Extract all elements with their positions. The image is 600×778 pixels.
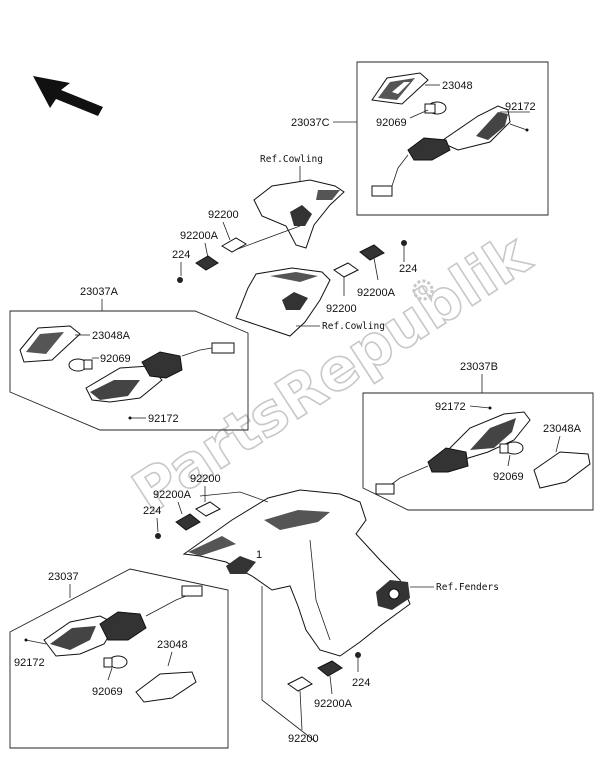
label-92200-ul: 92200 xyxy=(208,209,239,221)
rear-fender-assembly xyxy=(182,489,411,657)
screw-224-ur xyxy=(401,240,407,246)
clip-92200A-ul xyxy=(195,255,219,271)
nut-plate-92200-br xyxy=(287,676,313,692)
gear-icon xyxy=(412,279,434,301)
label-92172-bottom: 92172 xyxy=(14,657,45,669)
turn-signal-23037 xyxy=(43,585,203,657)
label-224-ml: 224 xyxy=(143,505,161,517)
label-92200A-ml: 92200A xyxy=(153,489,192,501)
label-23037: 23037 xyxy=(48,571,79,583)
clip-92200A-ml xyxy=(175,513,201,531)
lens-23048-bottom xyxy=(135,671,197,703)
label-23037C: 23037C xyxy=(291,117,330,129)
screw-224-br xyxy=(355,652,361,658)
label-224-ur: 224 xyxy=(399,263,417,275)
label-92172-right: 92172 xyxy=(435,401,466,413)
label-23037A: 23037A xyxy=(80,286,119,298)
box-23037B xyxy=(362,392,594,511)
label-92069-bottom: 92069 xyxy=(92,686,123,698)
watermark-text: PartsRepublik xyxy=(121,220,543,527)
label-92069-top: 92069 xyxy=(376,117,407,129)
callout-1: 1 xyxy=(256,549,262,561)
ref-cowling-top: Ref.Cowling xyxy=(260,154,323,165)
label-23048A-left: 23048A xyxy=(92,330,131,342)
clip-92200A-ur xyxy=(359,244,385,261)
label-23048-top: 23048 xyxy=(442,80,473,92)
box-23037C xyxy=(356,61,549,216)
label-92200-ml: 92200 xyxy=(190,473,221,485)
label-92069-right: 92069 xyxy=(493,471,524,483)
label-23037B: 23037B xyxy=(460,361,498,373)
label-224-ul: 224 xyxy=(172,249,190,261)
screw-224-ul xyxy=(177,277,183,283)
cowling-part-top xyxy=(253,179,345,249)
label-92069-left: 92069 xyxy=(100,353,131,365)
nut-plate-92200-ml xyxy=(195,501,221,517)
label-92200A-ul: 92200A xyxy=(180,230,219,242)
label-92172-left: 92172 xyxy=(148,413,179,425)
ref-cowling-mid: Ref.Cowling xyxy=(322,321,385,332)
ref-fenders: Ref.Fenders xyxy=(436,582,499,593)
label-92200-ur: 92200 xyxy=(326,303,357,315)
box-23037A xyxy=(9,310,249,431)
turn-signal-23037C xyxy=(371,105,511,197)
lens-23048-top xyxy=(371,72,429,105)
bulb-92069-bottom xyxy=(103,655,128,669)
bulb-92069-top xyxy=(424,101,447,115)
label-92200A-br: 92200A xyxy=(314,698,353,710)
turn-signal-23037A xyxy=(85,342,235,403)
nut-plate-92200-ul xyxy=(221,237,247,253)
label-23048-bottom: 23048 xyxy=(157,639,188,651)
screw-224-ml xyxy=(155,533,161,539)
turn-signal-23037B xyxy=(375,411,531,495)
clip-92200A-br xyxy=(317,660,343,677)
label-92200A-ur: 92200A xyxy=(357,287,396,299)
nut-plate-92200-ur xyxy=(333,262,359,278)
bulb-92069-right xyxy=(499,441,524,455)
bulb-92069-left xyxy=(68,358,93,372)
watermark: PartsRepublik xyxy=(120,219,544,528)
lens-23048A-left xyxy=(19,325,81,363)
box-23037 xyxy=(9,568,229,749)
label-92200-br: 92200 xyxy=(288,733,319,745)
label-224-br: 224 xyxy=(352,677,370,689)
cowling-part-mid xyxy=(235,267,331,337)
label-23048A-right: 23048A xyxy=(543,423,582,435)
direction-arrow-icon xyxy=(33,76,103,116)
lens-23048A-right xyxy=(533,451,591,489)
label-92172-top: 92172 xyxy=(505,101,536,113)
